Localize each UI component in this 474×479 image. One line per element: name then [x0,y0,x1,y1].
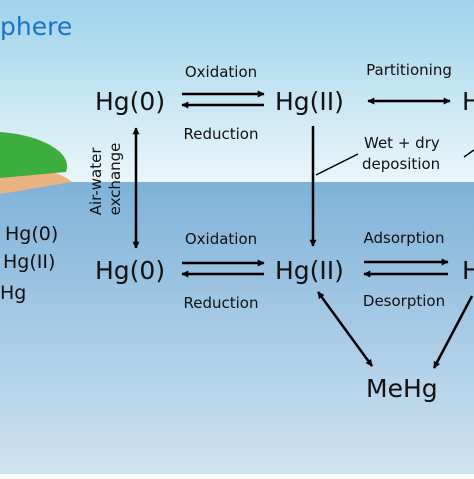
atmosphere-background [0,0,474,182]
air-water-line1: Air-water [87,147,105,216]
deposition-label-line2: deposition [362,155,440,173]
deposition-label-line1: Wet + dry [364,134,440,152]
hgII-water: Hg(II) [275,256,344,285]
water-background [0,182,474,474]
reduction-top-label: Reduction [184,125,259,143]
methylation-arrow [316,291,374,367]
partitioning-label: Partitioning [366,61,452,79]
deposition-pointer-line [315,153,359,176]
oxidation-top-label: Oxidation [185,63,257,81]
air-water-line2: exchange [106,143,124,216]
atmosphere-title: phere [0,12,72,41]
desorption-label: Desorption [363,292,445,310]
land-hill [0,132,68,178]
hg-atmosphere-partial: H [462,87,474,116]
adsorption-label: Adsorption [364,229,445,247]
deposition-pointer-right [463,149,474,158]
air-water-exchange-label: Air-water exchange [87,143,124,216]
mehg-label: MeHg [366,374,438,403]
oxidation-bottom-label: Oxidation [185,230,257,248]
mehg-right-arrow [432,295,474,369]
reduction-bottom-label: Reduction [184,294,259,312]
left-hg0-label: Hg(0) [5,223,58,245]
left-hgII-label: Hg(II) [3,251,55,273]
hg-water-partial: H [462,256,474,285]
left-hg-label: Hg [0,282,26,304]
hg0-water: Hg(0) [95,256,165,285]
hg0-atmosphere: Hg(0) [95,87,165,116]
hgII-atmosphere: Hg(II) [275,87,344,116]
